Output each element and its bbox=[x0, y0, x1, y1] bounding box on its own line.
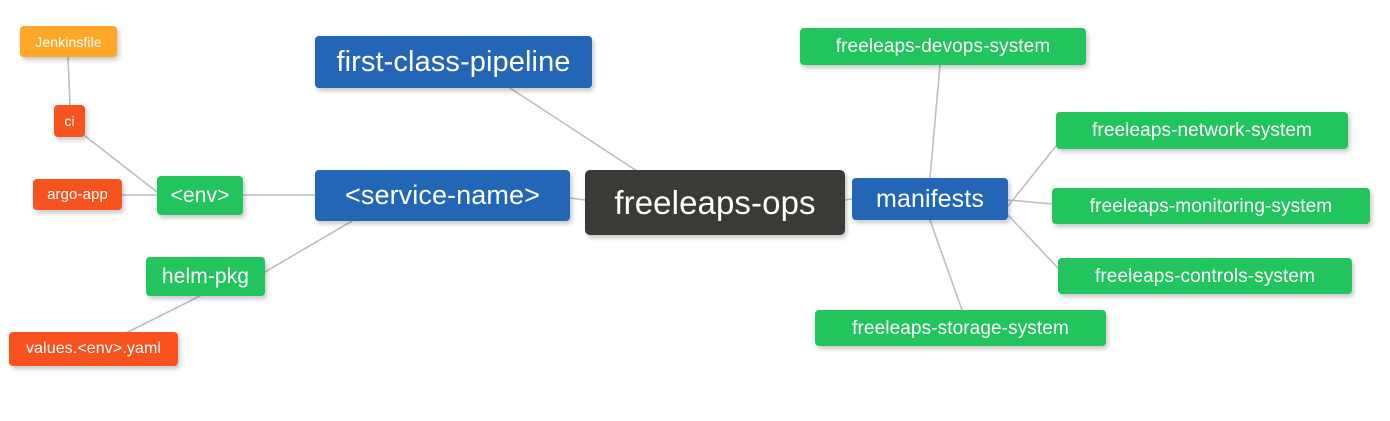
node-env[interactable]: <env> bbox=[157, 176, 243, 215]
edge-first-class-pipeline-to-freeleaps-ops bbox=[509, 87, 641, 174]
node-jenkinsfile[interactable]: Jenkinsfile bbox=[20, 26, 117, 57]
edge-service-name-to-helm-pkg bbox=[264, 220, 353, 273]
node-label-freeleaps-devops-system: freeleaps-devops-system bbox=[835, 36, 1051, 57]
edge-freeleaps-ops-to-manifests bbox=[844, 198, 853, 201]
edge-service-name-to-freeleaps-ops bbox=[569, 197, 586, 201]
node-label-ci: ci bbox=[64, 113, 75, 129]
edge-manifests-to-freeleaps-monitoring-system bbox=[1007, 199, 1053, 205]
node-freeleaps-controls-system[interactable]: freeleaps-controls-system bbox=[1058, 258, 1352, 294]
edge-jenkinsfile-to-ci bbox=[67, 56, 71, 106]
node-helm-pkg[interactable]: helm-pkg bbox=[146, 257, 265, 296]
node-label-freeleaps-ops: freeleaps-ops bbox=[614, 184, 816, 221]
node-label-manifests: manifests bbox=[876, 184, 984, 213]
node-label-jenkinsfile: Jenkinsfile bbox=[35, 33, 102, 50]
node-label-env: <env> bbox=[170, 184, 230, 207]
node-values-env-yaml[interactable]: values.<env>.yaml bbox=[9, 332, 178, 366]
node-freeleaps-ops[interactable]: freeleaps-ops bbox=[585, 170, 845, 235]
edge-manifests-to-freeleaps-network-system bbox=[1007, 145, 1057, 207]
node-label-helm-pkg: helm-pkg bbox=[161, 265, 250, 288]
edge-manifests-to-freeleaps-storage-system bbox=[929, 219, 963, 311]
node-label-freeleaps-network-system: freeleaps-network-system bbox=[1092, 120, 1312, 141]
node-manifests[interactable]: manifests bbox=[852, 178, 1008, 220]
node-freeleaps-devops-system[interactable]: freeleaps-devops-system bbox=[800, 28, 1086, 65]
node-argo-app[interactable]: argo-app bbox=[33, 179, 122, 210]
node-label-freeleaps-monitoring-system: freeleaps-monitoring-system bbox=[1089, 195, 1333, 217]
node-label-freeleaps-controls-system: freeleaps-controls-system bbox=[1094, 265, 1316, 287]
node-first-class-pipeline[interactable]: first-class-pipeline bbox=[315, 36, 592, 88]
node-service-name[interactable]: <service-name> bbox=[315, 170, 570, 221]
node-freeleaps-storage-system[interactable]: freeleaps-storage-system bbox=[815, 310, 1106, 346]
node-label-first-class-pipeline: first-class-pipeline bbox=[336, 45, 571, 78]
node-label-service-name: <service-name> bbox=[345, 180, 540, 210]
edge-helm-pkg-to-values-env-yaml bbox=[127, 295, 201, 333]
node-label-freeleaps-storage-system: freeleaps-storage-system bbox=[852, 317, 1069, 339]
node-ci[interactable]: ci bbox=[54, 105, 85, 137]
edge-manifests-to-freeleaps-devops-system bbox=[929, 64, 941, 179]
edge-manifests-to-freeleaps-controls-system bbox=[1007, 214, 1059, 269]
node-freeleaps-monitoring-system[interactable]: freeleaps-monitoring-system bbox=[1052, 188, 1370, 224]
node-label-argo-app: argo-app bbox=[47, 186, 108, 203]
node-freeleaps-network-system[interactable]: freeleaps-network-system bbox=[1056, 112, 1348, 149]
node-label-values-env-yaml: values.<env>.yaml bbox=[25, 340, 162, 357]
